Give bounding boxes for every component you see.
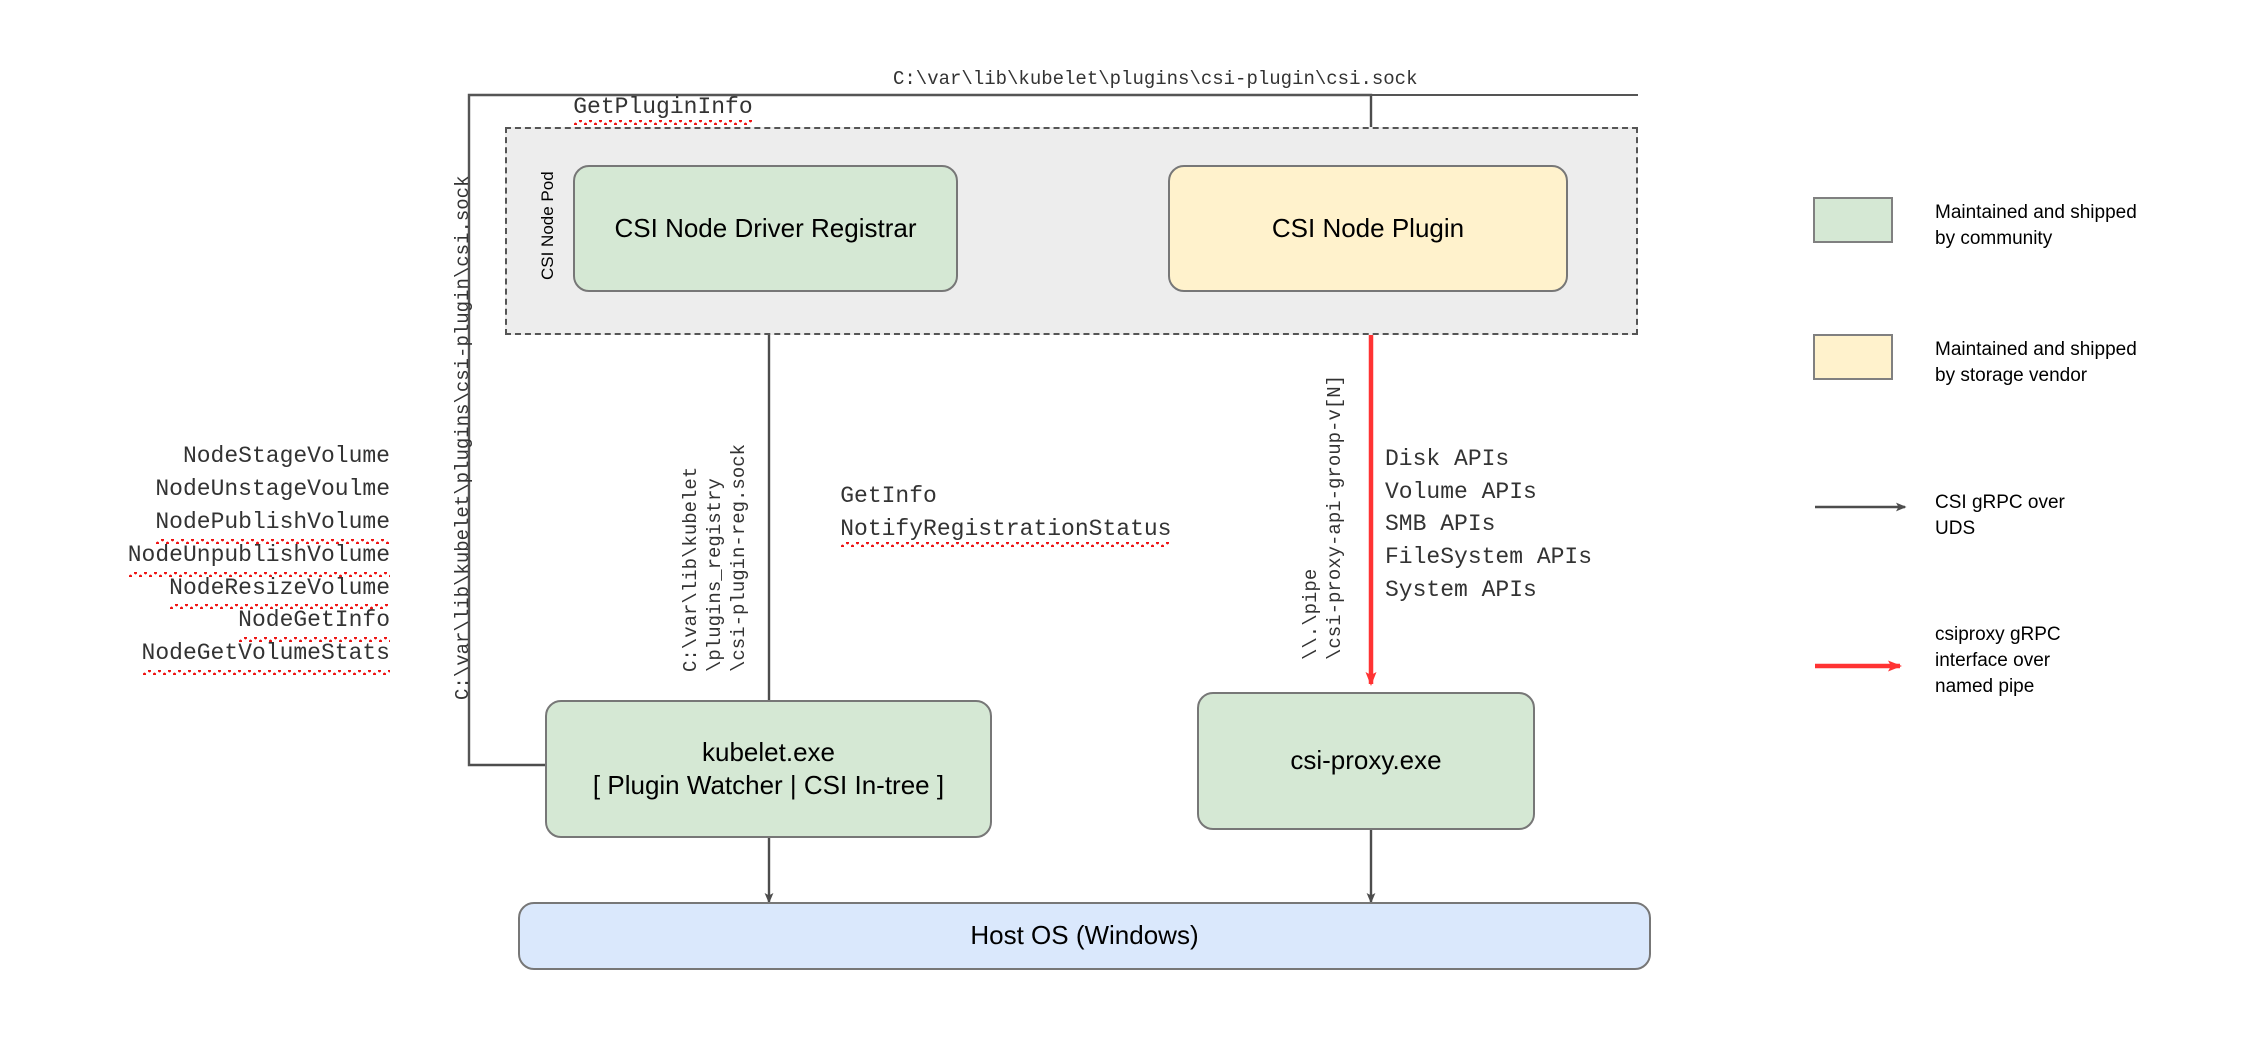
csi-node-pod-label: CSI Node Pod: [538, 171, 557, 280]
label-registry-path-line2: \plugins_registry: [704, 478, 726, 672]
legend-text-vendor: Maintained and shipped by storage vendor: [1935, 339, 2137, 387]
label-get-info-text: GetInfo: [840, 483, 937, 509]
node-api-item: NodeUnpublishVolume: [60, 539, 391, 577]
node-api-item: NodeGetVolumeStats: [60, 637, 391, 675]
node-host-os[interactable]: Host OS (Windows): [518, 902, 1651, 970]
node-csi-node-plugin[interactable]: CSI Node Plugin: [1168, 165, 1568, 292]
legend-text-csi-grpc-uds: CSI gRPC over UDS: [1935, 492, 2065, 540]
label-csi-sock-path-left: C:\var\lib\kubelet\plugins\csi-plugin\cs…: [452, 175, 474, 701]
label-notify-registration-status-text: NotifyRegistrationStatus: [840, 516, 1172, 547]
node-api-item-label: NodeResizeVolume: [169, 572, 390, 610]
csi-proxy-api-item: System APIs: [1385, 576, 1537, 603]
node-api-item: NodeUnstageVoulme: [60, 473, 390, 506]
csi-proxy-api-item: Volume APIs: [1385, 478, 1537, 505]
node-api-item-label: NodeUnstageVoulme: [155, 475, 390, 502]
label-registry-path-line3: \csi-plugin-reg.sock: [728, 443, 750, 672]
node-csi-proxy-exe[interactable]: csi-proxy.exe: [1197, 692, 1535, 830]
node-csi-node-plugin-label: CSI Node Plugin: [1271, 212, 1465, 243]
csi-proxy-api-item: FileSystem APIs: [1385, 543, 1593, 570]
node-api-item: NodeResizeVolume: [60, 572, 390, 610]
label-get-info: GetInfo: [785, 457, 937, 535]
node-api-item-label: NodeGetVolumeStats: [141, 637, 391, 675]
node-api-item: NodeGetInfo: [60, 604, 390, 643]
label-notify-registration-status: NotifyRegistrationStatus: [785, 490, 1172, 568]
legend-swatch-vendor: [1813, 334, 1893, 380]
node-api-item-label: NodeUnpublishVolume: [127, 539, 391, 577]
node-kubelet-label: kubelet.exe [ Plugin Watcher | CSI In-tr…: [592, 736, 945, 800]
node-csi-node-driver-registrar[interactable]: CSI Node Driver Registrar: [573, 165, 958, 292]
legend-text-community: Maintained and shipped by community: [1935, 202, 2137, 250]
node-api-item: NodePublishVolume: [60, 506, 390, 544]
label-pipe-line1: \\.\pipe: [1300, 568, 1322, 660]
csi-proxy-api-item: SMB APIs: [1385, 511, 1496, 538]
label-pipe-line2: \csi-proxy-api-group-v[N]: [1324, 374, 1346, 660]
csi-proxy-api-item: Disk APIs: [1385, 446, 1510, 472]
label-get-plugin-info-text: GetPluginInfo: [573, 94, 754, 125]
label-get-plugin-info: GetPluginInfo: [518, 68, 754, 146]
legend-swatch-community: [1813, 197, 1893, 243]
node-api-item-label: NodeStageVolume: [182, 443, 390, 469]
node-kubelet-exe[interactable]: kubelet.exe [ Plugin Watcher | CSI In-tr…: [545, 700, 992, 838]
node-boundary-box: [468, 94, 1638, 766]
node-registrar-label: CSI Node Driver Registrar: [614, 212, 917, 243]
node-host-os-label: Host OS (Windows): [970, 920, 1199, 951]
legend-text-csiproxy-grpc-pipe: csiproxy gRPC interface over named pipe: [1935, 624, 2061, 698]
node-csi-proxy-label: csi-proxy.exe: [1290, 745, 1442, 776]
node-api-item-label: NodeGetInfo: [238, 604, 390, 643]
node-api-item: NodeStageVolume: [60, 440, 390, 473]
label-registry-path-line1: C:\var\lib\kubelet: [680, 466, 702, 672]
label-csi-sock-path-top: C:\var\lib\kubelet\plugins\csi-plugin\cs…: [893, 68, 1418, 90]
node-api-item-label: NodePublishVolume: [155, 506, 390, 544]
